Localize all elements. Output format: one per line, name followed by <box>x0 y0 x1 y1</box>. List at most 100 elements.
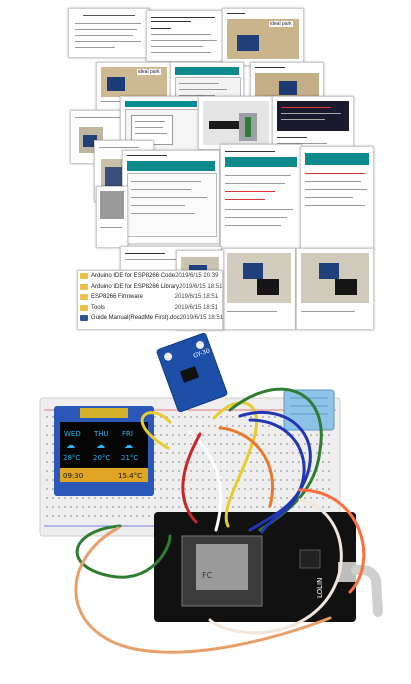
breadboard-hole <box>160 506 162 508</box>
breadboard-hole <box>52 497 54 499</box>
breadboard-hole <box>322 497 324 499</box>
breadboard-hole <box>202 506 204 508</box>
breadboard-hole <box>184 416 186 418</box>
breadboard-hole <box>322 434 324 436</box>
breadboard-hole <box>250 497 252 499</box>
breadboard-hole <box>184 443 186 445</box>
breadboard-hole <box>184 461 186 463</box>
breadboard-hole <box>196 443 198 445</box>
breadboard-hole <box>136 506 138 508</box>
breadboard-hole <box>52 515 54 517</box>
breadboard-hole <box>82 497 84 499</box>
breadboard-hole <box>178 416 180 418</box>
breadboard-hole <box>214 425 216 427</box>
breadboard-hole <box>220 479 222 481</box>
breadboard-hole <box>262 497 264 499</box>
breadboard-hole <box>178 452 180 454</box>
banner-text-2: ideal park <box>137 69 161 75</box>
breadboard-hole <box>244 470 246 472</box>
breadboard-hole <box>286 452 288 454</box>
breadboard-hole <box>52 506 54 508</box>
breadboard-hole <box>232 497 234 499</box>
file-date: 2019/6/15 18:51 <box>174 294 218 301</box>
doc-page-3: ideal park <box>222 8 304 66</box>
breadboard-hole <box>220 452 222 454</box>
breadboard-hole <box>262 470 264 472</box>
breadboard-hole <box>226 443 228 445</box>
file-name: Tools <box>91 304 106 311</box>
word-doc-icon <box>80 315 88 322</box>
breadboard-hole <box>286 488 288 490</box>
breadboard-hole <box>100 506 102 508</box>
breadboard-hole <box>232 461 234 463</box>
breadboard-hole <box>172 497 174 499</box>
breadboard-hole <box>166 506 168 508</box>
breadboard-hole <box>118 506 120 508</box>
breadboard-hole <box>316 479 318 481</box>
breadboard-hole <box>280 470 282 472</box>
breadboard-hole <box>244 479 246 481</box>
breadboard-hole <box>214 488 216 490</box>
breadboard-hole <box>202 497 204 499</box>
breadboard-hole <box>106 515 108 517</box>
breadboard-hole <box>268 452 270 454</box>
breadboard-hole <box>160 461 162 463</box>
breadboard-hole <box>268 443 270 445</box>
breadboard-hole <box>166 452 168 454</box>
breadboard-hole <box>190 443 192 445</box>
oled-day: WED <box>64 430 81 438</box>
breadboard-hole <box>328 452 330 454</box>
breadboard-hole <box>112 497 114 499</box>
doc-page-9 <box>198 96 274 150</box>
breadboard-hole <box>52 461 54 463</box>
breadboard-hole <box>46 425 48 427</box>
breadboard-hole <box>184 434 186 436</box>
breadboard-hole <box>226 434 228 436</box>
breadboard-hole <box>106 497 108 499</box>
breadboard-hole <box>298 470 300 472</box>
breadboard-hole <box>226 497 228 499</box>
file-row: Arduino IDE for ESP8266 Code 2019/6/15 2… <box>78 271 222 282</box>
breadboard-hole <box>196 470 198 472</box>
breadboard-hole <box>250 425 252 427</box>
breadboard-hole <box>310 506 312 508</box>
breadboard-hole <box>316 434 318 436</box>
breadboard-hole <box>220 434 222 436</box>
breadboard-hole <box>64 515 66 517</box>
breadboard-hole <box>196 416 198 418</box>
breadboard-hole <box>88 515 90 517</box>
breadboard-hole <box>238 434 240 436</box>
breadboard-hole <box>202 470 204 472</box>
breadboard-hole <box>190 434 192 436</box>
breadboard-hole <box>244 452 246 454</box>
breadboard-hole <box>238 497 240 499</box>
breadboard-hole <box>202 416 204 418</box>
breadboard-hole <box>208 443 210 445</box>
breadboard-hole <box>154 434 156 436</box>
breadboard-hole <box>64 506 66 508</box>
breadboard-hole <box>172 434 174 436</box>
breadboard-hole <box>286 497 288 499</box>
hardware-photo: GY-30 WED THU FRI ☁ ☁ ☁ 28°C 20°C 21°C 0… <box>39 332 383 654</box>
breadboard-hole <box>46 479 48 481</box>
breadboard-hole <box>52 434 54 436</box>
breadboard-hole <box>148 497 150 499</box>
breadboard-hole <box>304 497 306 499</box>
breadboard-hole <box>160 425 162 427</box>
breadboard-hole <box>190 479 192 481</box>
breadboard-hole <box>58 497 60 499</box>
breadboard-hole <box>196 506 198 508</box>
breadboard-hole <box>262 506 264 508</box>
breadboard-hole <box>112 515 114 517</box>
breadboard-hole <box>166 488 168 490</box>
breadboard-hole <box>232 425 234 427</box>
doc-page-17 <box>222 248 296 330</box>
breadboard-hole <box>238 461 240 463</box>
file-row: Guide Manual(ReadMe First).doc 2019/6/15… <box>78 313 223 324</box>
file-name: Guide Manual(ReadMe First).doc <box>91 315 180 322</box>
breadboard-hole <box>250 434 252 436</box>
breadboard-hole <box>322 488 324 490</box>
breadboard-hole <box>244 497 246 499</box>
folder-icon <box>80 283 88 290</box>
breadboard-hole <box>202 479 204 481</box>
